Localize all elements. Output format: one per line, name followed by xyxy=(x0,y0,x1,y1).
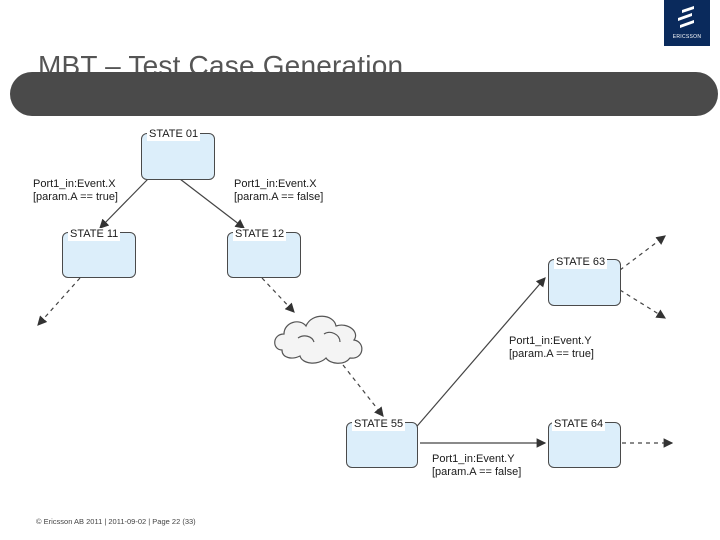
transition-guard: [param.A == true] xyxy=(33,191,118,203)
transition-guard: [param.A == false] xyxy=(432,466,522,478)
dashed-s11-out xyxy=(37,277,81,326)
transition-label: Port1_in:Event.X [param.A == true] xyxy=(33,178,118,204)
transition-label: Port1_in:Event.X [param.A == false] xyxy=(234,178,323,204)
ericsson-logo: ERICSSON xyxy=(664,0,710,46)
dashed-cloud-s55 xyxy=(342,364,384,417)
transition-event: Port1_in:Event.Y xyxy=(509,335,592,347)
dashed-s12-out xyxy=(261,277,295,313)
state-label: STATE 12 xyxy=(233,228,287,241)
transition-label: Port1_in:Event.Y [param.A == false] xyxy=(432,453,521,479)
footer-text: © Ericsson AB 2011 | 2011-09-02 | Page 2… xyxy=(36,517,196,526)
transition-guard: [param.A == false] xyxy=(234,191,324,203)
dashed-s63-down xyxy=(619,289,667,319)
state-label: STATE 64 xyxy=(552,418,606,431)
ericsson-mark-icon xyxy=(678,6,694,28)
title-bar xyxy=(10,72,718,116)
cloud-icon xyxy=(274,315,363,364)
edge-s55-s63 xyxy=(411,277,546,433)
state-label: STATE 01 xyxy=(147,128,201,141)
logo-text: ERICSSON xyxy=(672,34,702,40)
transition-event: Port1_in:Event.X xyxy=(33,178,116,190)
state-label: STATE 11 xyxy=(68,228,121,241)
state-label: STATE 55 xyxy=(352,418,406,431)
transition-event: Port1_in:Event.Y xyxy=(432,453,515,465)
slide-title: MBT – Test Case Generation xyxy=(38,50,404,72)
edge-s01-s12 xyxy=(179,178,245,229)
edge-s01-s11 xyxy=(99,178,149,229)
dashed-s63-up xyxy=(619,235,666,271)
transition-event: Port1_in:Event.X xyxy=(234,178,317,190)
transition-label: Port1_in:Event.Y [param.A == true] xyxy=(509,335,594,361)
state-label: STATE 63 xyxy=(554,256,608,269)
transition-guard: [param.A == true] xyxy=(509,348,594,360)
